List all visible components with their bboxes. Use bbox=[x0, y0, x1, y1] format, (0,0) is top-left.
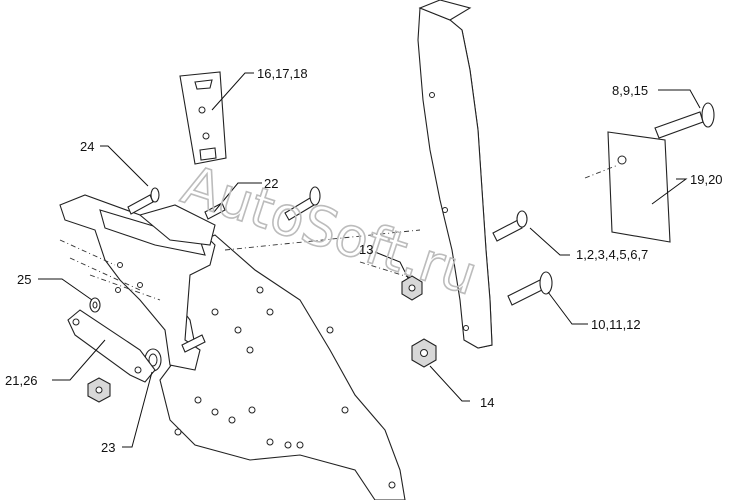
bracket bbox=[59, 194, 216, 371]
bolt-10-11-12 bbox=[507, 271, 553, 306]
callout-label: 10,11,12 bbox=[591, 317, 641, 332]
wear-plate bbox=[179, 71, 227, 165]
nut-14 bbox=[411, 338, 437, 368]
callout-label: 25 bbox=[17, 272, 32, 287]
nut-13 bbox=[401, 275, 423, 301]
callout-label: 1,2,3,4,5,6,7 bbox=[576, 247, 649, 262]
washer-23 bbox=[144, 348, 162, 372]
link-plate bbox=[67, 309, 156, 383]
bolt-1-7 bbox=[492, 210, 528, 242]
washer-25 bbox=[89, 297, 101, 313]
leader-lines bbox=[38, 72, 701, 448]
callout-label: 16,17,18 bbox=[257, 66, 308, 81]
callout-label: 21,26 bbox=[5, 373, 38, 388]
callout-label: 8,9,15 bbox=[612, 83, 649, 98]
nut-left bbox=[87, 377, 111, 403]
share-tip bbox=[584, 131, 671, 243]
callout-label: 19,20 bbox=[690, 172, 723, 187]
callout-label: 22 bbox=[264, 176, 279, 191]
shank bbox=[224, 0, 493, 349]
callout-label: 13 bbox=[359, 242, 374, 257]
bolt-8-9-15 bbox=[654, 102, 715, 139]
callout-label: 14 bbox=[480, 395, 495, 410]
bolt-24 bbox=[127, 187, 160, 215]
callout-label: 23 bbox=[101, 440, 116, 455]
callout-label: 24 bbox=[80, 139, 95, 154]
bolt-lower bbox=[181, 334, 206, 353]
